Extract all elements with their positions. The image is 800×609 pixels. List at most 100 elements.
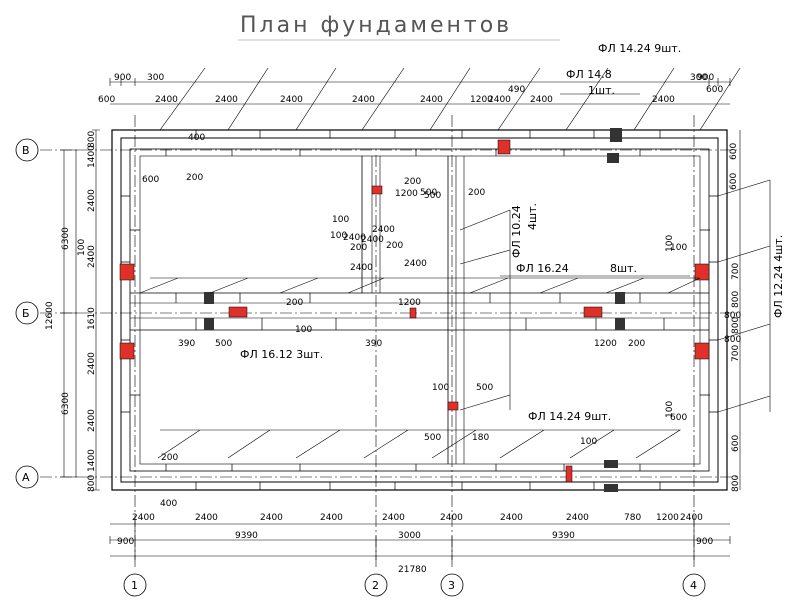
dimension-text: 200 <box>404 177 421 187</box>
dimension-text: 390 <box>178 339 195 349</box>
dimension-text: 2400 <box>372 225 395 235</box>
dimension-text: 600 <box>729 173 739 190</box>
dimension-text: 2400 <box>260 513 283 523</box>
dimension-text: 2400 <box>215 95 238 105</box>
dimension-text: 900 <box>117 537 134 547</box>
callout-fl-10-24: ФЛ 10.24 <box>510 205 523 258</box>
dimension-text: 390 <box>365 339 382 349</box>
drawing-title: План фундаментов <box>240 13 512 38</box>
dimension-text: 100 <box>330 231 347 241</box>
dimension-text: 400 <box>160 499 177 509</box>
dimension-text: 2400 <box>155 95 178 105</box>
dimension-text: 2400 <box>488 95 511 105</box>
dimension-text: 2400 <box>87 352 97 375</box>
dimension-text: 600 <box>706 85 723 95</box>
dimension-text: 200 <box>286 298 303 308</box>
callout-fl-16-24-qty: 8шт. <box>610 262 637 275</box>
dim-total: 21780 <box>398 565 427 575</box>
dimension-text: 100 <box>332 215 349 225</box>
dimension-text: 100 <box>665 235 675 252</box>
dimension-text: 2400 <box>320 513 343 523</box>
dimension-text: 500 <box>215 339 232 349</box>
special-blocks <box>119 139 710 483</box>
dimension-text: 200 <box>628 339 645 349</box>
dimension-text: 1200 <box>594 339 617 349</box>
dimension-text: 2400 <box>440 513 463 523</box>
dimension-text: 3000 <box>398 531 421 541</box>
dimension-text: 2400 <box>420 95 443 105</box>
dimension-text: 780 <box>624 513 641 523</box>
dimension-text: 700 <box>731 345 741 362</box>
dimension-text: 800 <box>731 317 741 334</box>
dimension-text: 100 <box>665 401 675 418</box>
dimension-text: 2400 <box>530 95 553 105</box>
dimension-text: 900 <box>114 73 131 83</box>
dimension-text: 180 <box>472 433 489 443</box>
dims-left-mid: 6300 6300 <box>61 227 71 415</box>
dimension-text: 500 <box>424 433 441 443</box>
dimension-text: 500 <box>420 188 437 198</box>
dimension-text: 100 <box>432 383 449 393</box>
axis-label-v: В <box>22 144 30 157</box>
dimension-text: 300 <box>147 73 164 83</box>
dimension-lines <box>60 78 741 560</box>
dimension-text: 1400 <box>87 449 97 472</box>
callout-fl-14-8-qty: 1шт. <box>588 84 615 97</box>
dimension-text: 2400 <box>652 95 675 105</box>
dimension-text: 2400 <box>87 409 97 432</box>
dimension-text: 800 <box>724 335 741 345</box>
dimension-text: 1200 <box>470 95 493 105</box>
dimension-text: 200 <box>161 453 178 463</box>
axis-label-4: 4 <box>690 579 697 592</box>
dimension-text: 200 <box>468 188 485 198</box>
dimension-text: 1610 <box>87 307 97 330</box>
dimension-text: 800 <box>87 131 97 148</box>
dimension-text: 12600 <box>45 301 55 330</box>
callout-fl-16-24: ФЛ 16.24 <box>516 262 569 275</box>
dimension-text: 2400 <box>343 233 366 243</box>
dimension-text: 1400 <box>87 145 97 168</box>
dimension-text: 500 <box>424 191 441 201</box>
callout-fl-16-12: ФЛ 16.12 3шт. <box>240 348 323 361</box>
dimension-text: 600 <box>731 435 741 452</box>
dimension-text: 2400 <box>352 95 375 105</box>
axis-label-1: 1 <box>131 579 138 592</box>
dimension-text: 900 <box>696 537 713 547</box>
dimension-text: 2400 <box>195 513 218 523</box>
dimension-text: 200 <box>386 241 403 251</box>
dimension-text: 2400 <box>680 513 703 523</box>
dimension-text: 6300 <box>61 392 71 415</box>
dimension-text: 2400 <box>132 513 155 523</box>
block-joints <box>121 130 718 490</box>
hatched-blocks <box>204 128 625 492</box>
dimension-text: 500 <box>476 383 493 393</box>
dimension-text: 100 <box>295 325 312 335</box>
callout-fl-14-24-bottom: ФЛ 14.24 9шт. <box>528 410 611 423</box>
dimension-text: 1200 <box>398 298 421 308</box>
dimension-text: 200 <box>186 173 203 183</box>
dimension-text: 100 <box>670 243 687 253</box>
dimension-text: 800 <box>87 475 97 492</box>
dimension-text: 2400 <box>361 235 384 245</box>
dimension-text: 300 <box>690 73 707 83</box>
axis-label-3: 3 <box>448 579 455 592</box>
dims-left-outer: 12600 <box>45 301 55 330</box>
dimension-text: 200 <box>350 243 367 253</box>
callout-fl-10-24-qty: 4шт. <box>526 203 539 230</box>
dimension-text: 2400 <box>404 259 427 269</box>
dimension-text: 9390 <box>552 531 575 541</box>
dimension-text: 600 <box>729 143 739 160</box>
axis-lines <box>40 115 740 570</box>
axis-label-a: А <box>22 471 30 484</box>
dimension-text: 6300 <box>61 227 71 250</box>
dimension-text: 600 <box>142 175 159 185</box>
dimension-text: 800 <box>724 311 741 321</box>
axis-label-2: 2 <box>372 579 379 592</box>
dimension-text: 600 <box>670 413 687 423</box>
dimension-text: 700 <box>731 263 741 280</box>
